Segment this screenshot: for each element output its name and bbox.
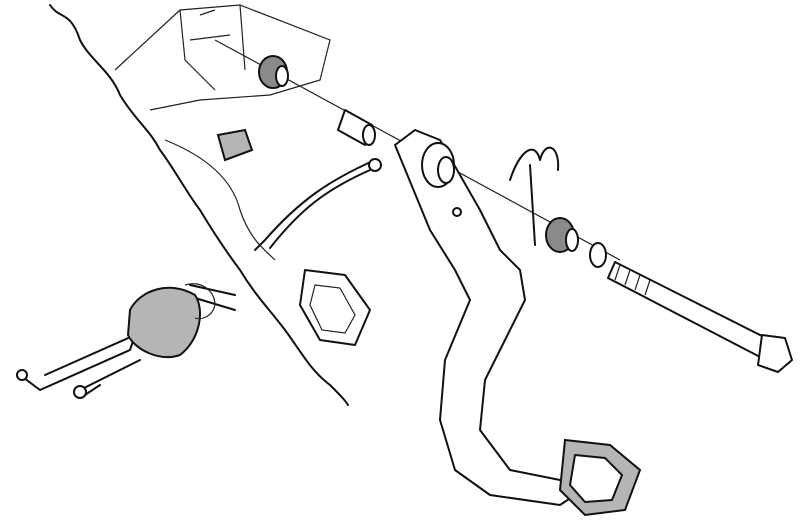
pivot-bushing-right: [545, 217, 579, 253]
clutch-linkage-rod: [254, 158, 382, 251]
cross-shaft: [16, 284, 236, 399]
washer: [589, 242, 607, 268]
rubber-stop-block: [216, 128, 254, 162]
retaining-clip: [509, 146, 560, 246]
firewall-panel: [49, 4, 349, 406]
rubber-boot: [126, 283, 216, 359]
pedal-pad-rubber: [558, 438, 642, 517]
spacer-tube: [337, 109, 376, 146]
pivot-bolt: [607, 261, 793, 373]
brake-pedal-pad: [299, 269, 371, 346]
pivot-bushing-left: [258, 55, 289, 89]
clutch-pedal-arm: [394, 129, 576, 506]
